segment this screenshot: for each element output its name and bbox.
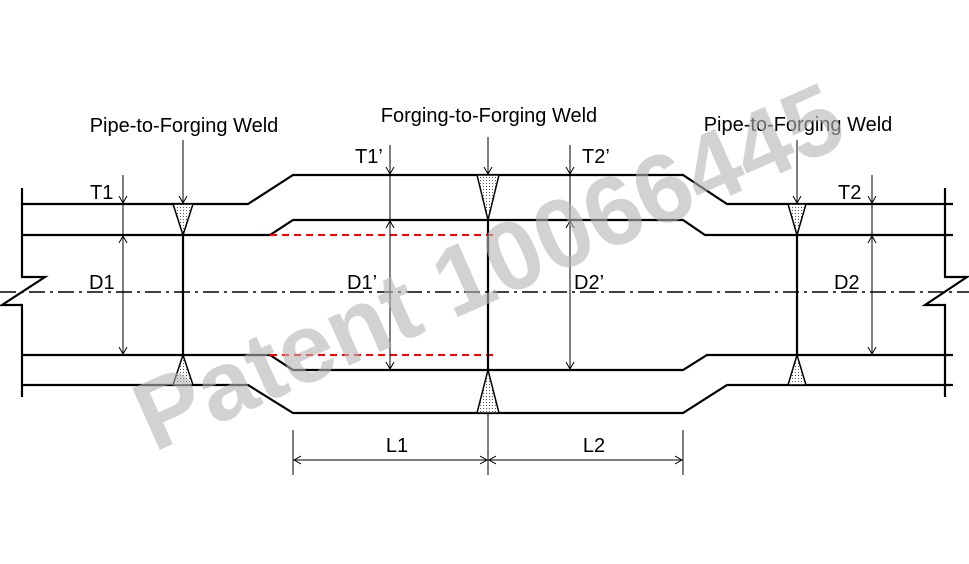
weld-bead-top [787,203,807,238]
center-weld-label: Forging-to-Forging Weld [381,105,597,127]
right-weld-label: Pipe-to-Forging Weld [704,114,893,136]
right-break-line [921,188,969,397]
d2-label: D2 [834,272,860,294]
weld-bead-top [476,174,500,221]
d1-prime-label: D1’ [347,272,377,294]
d2-prime-label: D2’ [574,272,604,294]
left-break-line [0,188,49,397]
t1-label: T1 [90,182,113,204]
t2-prime-label: T2’ [582,146,610,168]
left-weld [171,203,195,386]
weld-bead-bottom [476,369,500,414]
weld-bead-bottom [171,352,195,386]
right-weld [786,203,808,386]
d1-label: D1 [89,272,115,294]
l2-label: L2 [583,435,605,457]
weld-bead-bottom [786,352,808,386]
center-weld [476,174,500,414]
weld-bead-top [171,203,195,238]
left-weld-label: Pipe-to-Forging Weld [90,115,279,137]
l1-label: L1 [386,435,408,457]
t1-prime-label: T1’ [355,146,383,168]
t2-label: T2 [838,182,861,204]
